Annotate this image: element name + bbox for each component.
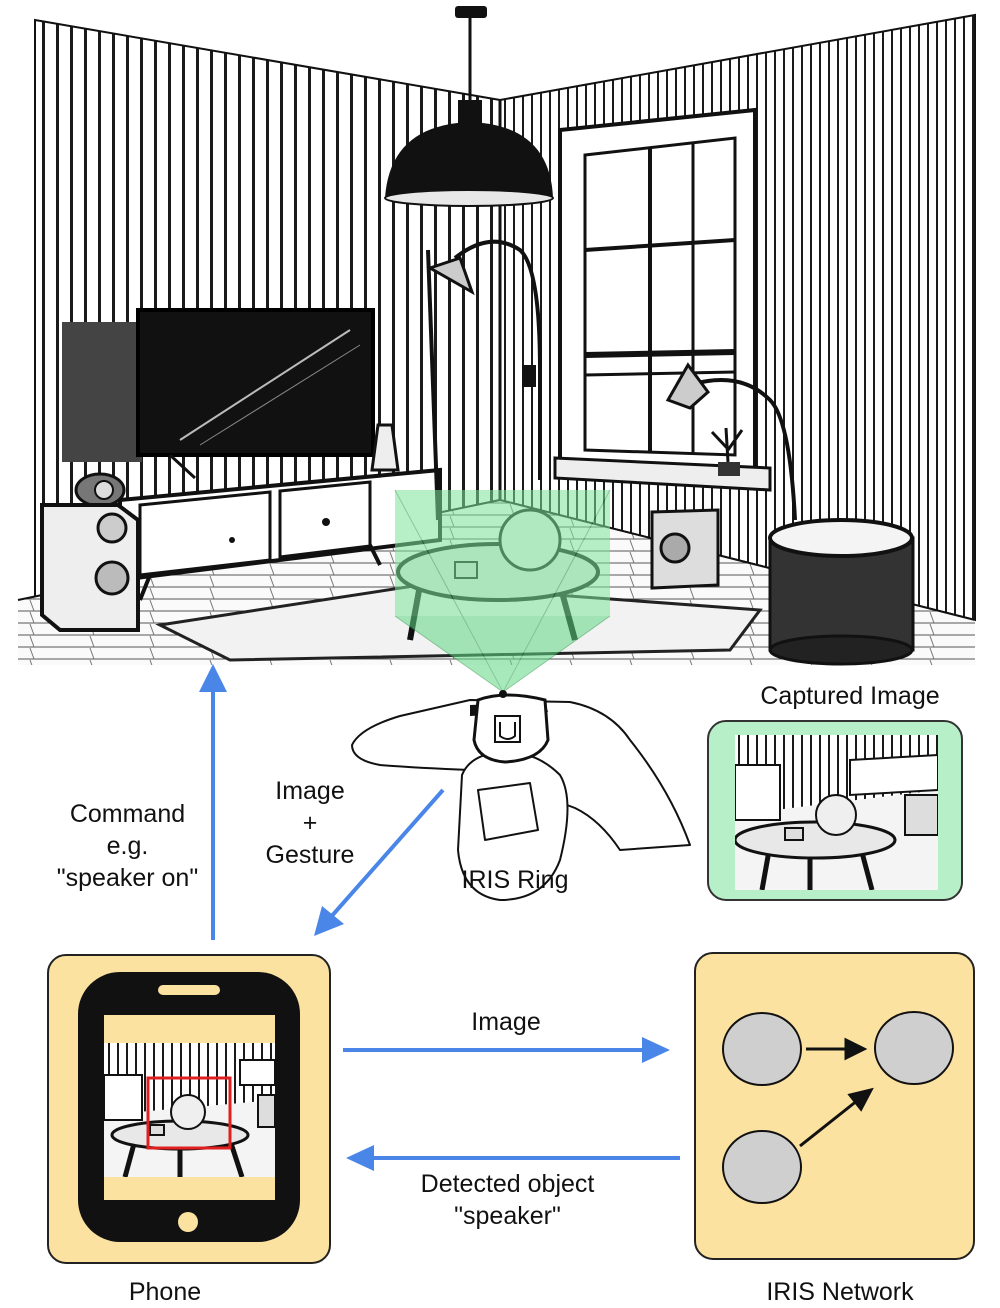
detected-line1: Detected object — [420, 1170, 595, 1198]
command-line2: e.g. — [106, 832, 149, 860]
desk-lamp — [665, 362, 797, 521]
network-node-input-bottom — [722, 1130, 802, 1204]
television — [62, 308, 375, 480]
detected-object-label: Detected object "speaker" — [385, 1168, 630, 1232]
iris-network-label: IRIS Network — [766, 1278, 914, 1306]
command-line1: Command — [69, 800, 186, 828]
command-label: Command e.g. "speaker on" — [30, 798, 225, 894]
captured-image-thumbnail — [735, 735, 938, 890]
image-to-network-arrow — [343, 1037, 670, 1063]
phone-label: Phone — [128, 1278, 202, 1306]
network-node-output — [874, 1011, 954, 1085]
detected-object-arrow — [346, 1145, 680, 1171]
camera-field-of-view — [394, 489, 611, 693]
tv-cabinet — [118, 467, 442, 601]
detection-bounding-box — [146, 1076, 232, 1150]
left-floor-speaker — [40, 503, 140, 632]
command-arrow — [199, 664, 227, 940]
captured-image-label: Captured Image — [760, 682, 940, 710]
image-gesture-arrow — [314, 788, 445, 936]
pendant-lamp — [384, 6, 554, 207]
vase — [370, 423, 400, 472]
round-speaker — [74, 472, 126, 508]
iris-ring-label: IRIS Ring — [461, 866, 569, 894]
detected-line2: "speaker" — [454, 1202, 561, 1230]
image-gesture-line3: Gesture — [265, 841, 355, 869]
cylinder-speaker — [768, 518, 915, 666]
iris-ring-device — [470, 690, 550, 764]
network-node-input-top — [722, 1012, 802, 1086]
image-gesture-line1: Image — [275, 777, 345, 805]
image-gesture-line2: + — [302, 809, 318, 837]
image-to-network-label: Image — [471, 1008, 541, 1036]
image-gesture-label: Image + Gesture — [250, 775, 370, 871]
floor-lamp — [426, 239, 542, 521]
command-line3: "speaker on" — [56, 864, 199, 892]
small-speaker-right — [650, 508, 720, 590]
